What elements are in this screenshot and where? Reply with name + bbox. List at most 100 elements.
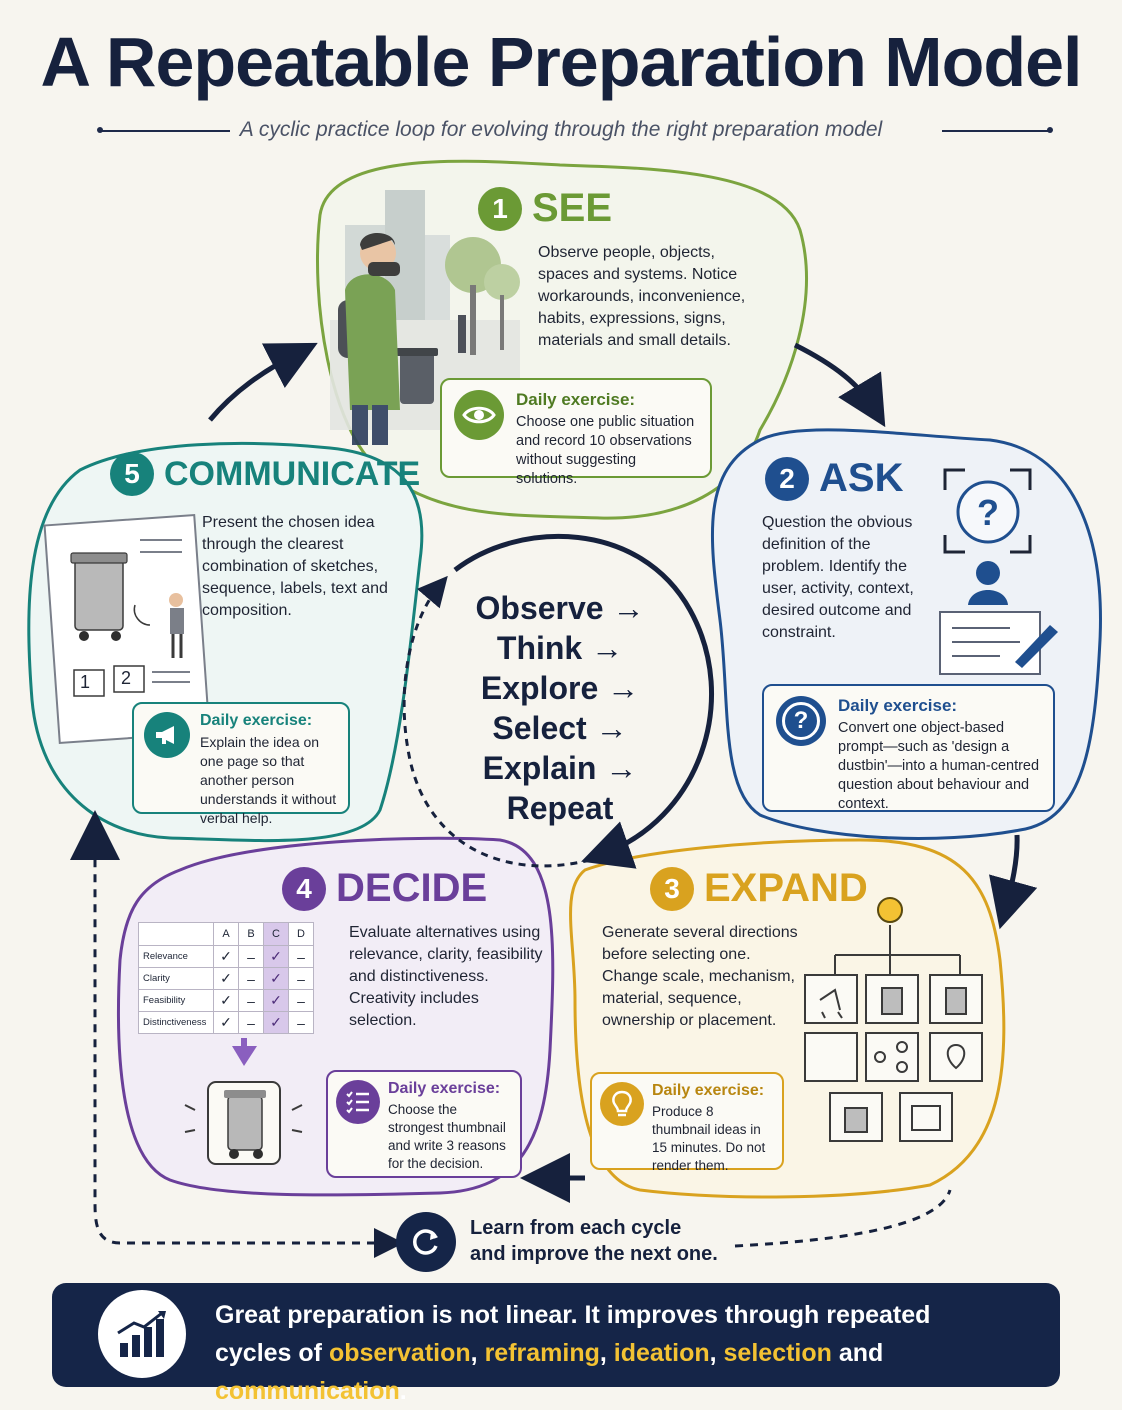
refresh-icon [396, 1212, 456, 1272]
see-number: 1 [478, 186, 522, 231]
matrix-corner [138, 922, 214, 946]
expand-heading: 3 EXPAND [650, 866, 868, 911]
learn-note-line-2: and improve the next one. [470, 1243, 718, 1265]
see-exercise-title: Daily exercise: [516, 390, 636, 409]
summary-line-1: Great preparation is not linear. It impr… [215, 1301, 931, 1329]
matrix-cell: ✓ [263, 1011, 289, 1034]
matrix-row: Clarity✓–✓– [138, 967, 314, 990]
cycle-steps: Observe → Think → Explore → Select → Exp… [460, 588, 660, 828]
question-icon: ? [776, 696, 826, 746]
page-subtitle: A cyclic practice loop for evolving thro… [239, 118, 883, 141]
communicate-title: COMMUNICATE [164, 454, 421, 493]
matrix-cell: – [288, 989, 314, 1012]
sequence-step-1: 1 [80, 672, 91, 692]
expand-illustration [804, 897, 983, 1142]
communicate-number: 5 [110, 452, 154, 496]
subtitle-dot-right [1047, 127, 1053, 133]
expand-description: Generate several directions before selec… [602, 924, 798, 1029]
ask-exercise-title: Daily exercise: [838, 696, 958, 715]
cycle-step-think: Think → [496, 630, 624, 666]
ask-heading: 2 ASK [765, 456, 903, 501]
cycle-step-select: Select → [492, 710, 628, 746]
page-title: A Repeatable Preparation Model [40, 23, 1083, 101]
communicate-description: Present the chosen idea through the clea… [202, 514, 388, 619]
subtitle-rule-right [942, 130, 1050, 132]
matrix-cell: ✓ [213, 989, 239, 1012]
see-exercise-card: Daily exercise: Choose one public situat… [440, 378, 712, 487]
matrix-cell: – [238, 1011, 264, 1034]
decide-exercise-title: Daily exercise: [388, 1080, 501, 1097]
ask-title: ASK [819, 456, 904, 500]
communicate-exercise-card: Daily exercise: Explain the idea on one … [132, 702, 350, 826]
decide-title: DECIDE [336, 866, 488, 910]
matrix-cell: – [288, 1011, 314, 1034]
decide-description: Evaluate alternatives using relevance, c… [349, 924, 543, 1029]
matrix-cell: ✓ [213, 945, 239, 968]
svg-text:?: ? [977, 492, 999, 533]
matrix-row: Distinctiveness✓–✓– [138, 1011, 314, 1034]
megaphone-icon [144, 712, 190, 758]
checklist-icon [336, 1080, 380, 1124]
term-ideation: ideation [613, 1339, 710, 1367]
matrix-cell: – [238, 989, 264, 1012]
subtitle-rule-left [100, 130, 230, 132]
summary-banner [52, 1283, 1060, 1387]
summary-sep-1: , [470, 1339, 485, 1367]
matrix-column-header: A [213, 922, 239, 946]
summary-sep-3: , [709, 1339, 724, 1367]
expand-exercise-card: Daily exercise: Produce 8 thumbnail idea… [590, 1072, 784, 1173]
expand-exercise-title: Daily exercise: [652, 1082, 765, 1099]
eye-icon [454, 390, 504, 440]
matrix-cell: ✓ [263, 967, 289, 990]
cycle-step-explain: Explain → [482, 750, 638, 786]
ask-exercise-text: Convert one object-based prompt—such as … [838, 720, 1040, 812]
cycle-step-explore: Explore → [480, 670, 640, 706]
ask-number: 2 [765, 456, 809, 501]
communicate-heading: 5 COMMUNICATE [110, 452, 420, 496]
sequence-step-2: 2 [121, 668, 132, 688]
summary-sep-4: and [831, 1339, 884, 1367]
matrix-row-label: Relevance [138, 945, 214, 968]
subtitle-dot-left [97, 127, 103, 133]
summary-prefix: cycles of [215, 1339, 329, 1367]
decide-illustration [184, 1038, 303, 1165]
learn-note: Learn from each cycle and improve the ne… [470, 1215, 718, 1267]
matrix-row-label: Feasibility [138, 989, 214, 1012]
lightbulb-icon [600, 1082, 644, 1126]
matrix-column-header: D [288, 922, 314, 946]
matrix-row-label: Distinctiveness [138, 1011, 214, 1034]
matrix-cell: – [288, 945, 314, 968]
ask-description: Question the obvious definition of the p… [762, 514, 914, 641]
summary-line-2: cycles of observation, reframing, ideati… [215, 1334, 1045, 1410]
matrix-cell: ✓ [213, 1011, 239, 1034]
matrix-cell: ✓ [213, 967, 239, 990]
matrix-cell: – [288, 967, 314, 990]
term-reframing: reframing [484, 1339, 600, 1367]
cycle-step-repeat: Repeat [506, 790, 614, 826]
summary-end: . [399, 1377, 407, 1405]
matrix-column-header: C [263, 922, 289, 946]
decide-exercise-text: Choose the strongest thumbnail and write… [388, 1102, 506, 1171]
communicate-exercise-text: Explain the idea on one page so that ano… [200, 734, 337, 826]
see-exercise-text: Choose one public situation and record 1… [516, 414, 695, 487]
decide-heading: 4 DECIDE [282, 866, 487, 911]
term-communication: communication [215, 1377, 400, 1405]
learn-note-line-1: Learn from each cycle [470, 1217, 682, 1239]
cycle-step-observe: Observe → [475, 590, 645, 626]
decide-exercise-card: Daily exercise: Choose the strongest thu… [326, 1070, 522, 1178]
matrix-column-header: B [238, 922, 264, 946]
expand-number: 3 [650, 866, 694, 911]
matrix-cell: – [238, 967, 264, 990]
see-description: Observe people, objects, spaces and syst… [538, 244, 746, 349]
matrix-cell: ✓ [263, 989, 289, 1012]
matrix-row: Relevance✓–✓– [138, 945, 314, 968]
decide-number: 4 [282, 866, 326, 911]
expand-title: EXPAND [704, 866, 868, 910]
summary-sep-2: , [599, 1339, 614, 1367]
matrix-cell: ✓ [263, 945, 289, 968]
summary-text: Great preparation is not linear. It impr… [215, 1296, 1045, 1410]
matrix-row: Feasibility✓–✓– [138, 989, 314, 1012]
see-title: SEE [532, 186, 613, 230]
